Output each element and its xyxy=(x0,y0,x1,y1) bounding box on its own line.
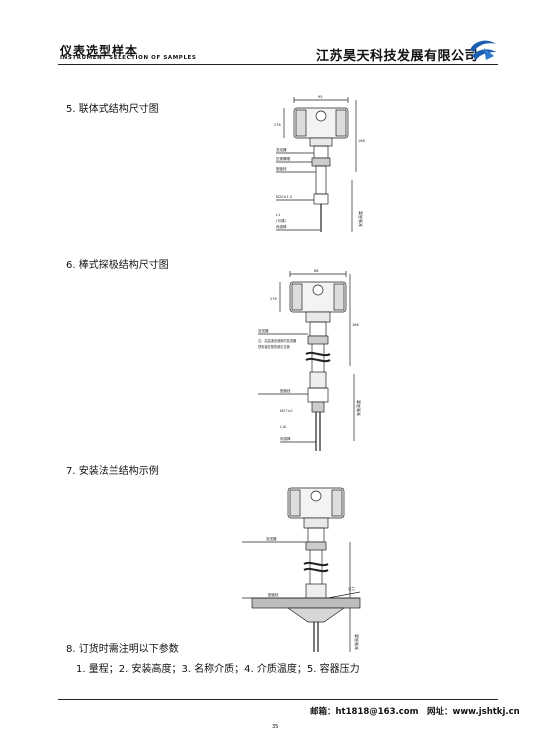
d2-label-rod: 传感棒 xyxy=(280,436,291,441)
d1-total-label: 166 xyxy=(358,139,365,143)
section-title-8: 8. 订货时需注明以下参数 xyxy=(66,644,179,655)
d2-label-lock: 固锁栓 xyxy=(280,388,291,393)
d2-label-thread: M27×2 xyxy=(280,409,293,413)
d1-label-nut: 压紧螺帽 xyxy=(276,156,290,161)
d1-width-label: 95 xyxy=(318,95,322,99)
page-number: 35 xyxy=(272,724,279,730)
section-title-6: 6. 棒式探极结构尺寸图 xyxy=(66,260,169,271)
d1-label-l1: L1 xyxy=(276,213,280,217)
diagram-rod-probe-structure: 86 276 166 安装高度 变送器 注：高温退全使用时变送器 须安装在散热部… xyxy=(258,269,361,451)
d1-vertical-label: 安装高度 xyxy=(357,211,363,227)
header-divider xyxy=(58,64,498,65)
d3-vertical-label: 安装高度 xyxy=(353,634,359,650)
d3-label-transmitter: 变送器 xyxy=(266,536,277,541)
d2-vertical-label: 安装高度 xyxy=(355,400,361,416)
d2-height-label: 276 xyxy=(270,297,277,301)
d2-label-transmitter: 变送器 xyxy=(258,328,269,333)
d1-label-rod: 传感棒 xyxy=(276,224,287,229)
d2-width-label: 86 xyxy=(314,269,318,273)
d3-label-lock: 固锁栓 xyxy=(268,592,279,597)
footer-contact: 邮箱：ht1818@163.com 网址：www.jshtkj.cn xyxy=(310,707,520,717)
d1-label-transmitter: 变送器 xyxy=(276,147,287,152)
d1-height-label: 276 xyxy=(274,123,281,127)
company-name: 江苏昊天科技发展有限公司 xyxy=(316,49,479,64)
header-title-cn: 仪表选型样本 xyxy=(60,44,139,58)
section-title-7: 7. 安装法兰结构示例 xyxy=(66,466,159,477)
header-title-en: INSTRUMENT SELECTION OF SAMPLES xyxy=(60,55,197,61)
d2-label-l10: L10 xyxy=(280,425,286,429)
d2-note-line2: 须安装在散热部位位置 xyxy=(258,344,290,349)
d2-note-line1: 注：高温退全使用时变送器 xyxy=(258,338,297,343)
footer-divider xyxy=(58,699,498,700)
diagram-integrated-structure: 95 276 166 安装高度 变送器 压紧螺帽 固锁栓 M20×1.5 L1 … xyxy=(274,95,365,232)
d3-label-flange: 法兰 xyxy=(348,586,356,591)
diagram-flange-installation: 变送器 固锁栓 法兰 安装高度 xyxy=(242,487,361,652)
d1-label-adjustable: (可调) xyxy=(276,218,286,223)
d1-label-thread: M20×1.5 xyxy=(276,195,292,199)
order-params-list: 1. 量程；2. 安装高度；3. 名称介质；4. 介质温度；5. 容器压力 xyxy=(76,664,360,675)
section-title-5: 5. 联体式结构尺寸图 xyxy=(66,104,159,115)
company-logo-icon xyxy=(470,40,496,60)
d1-label-lock: 固锁栓 xyxy=(276,166,287,171)
d2-total-label: 166 xyxy=(352,323,359,327)
